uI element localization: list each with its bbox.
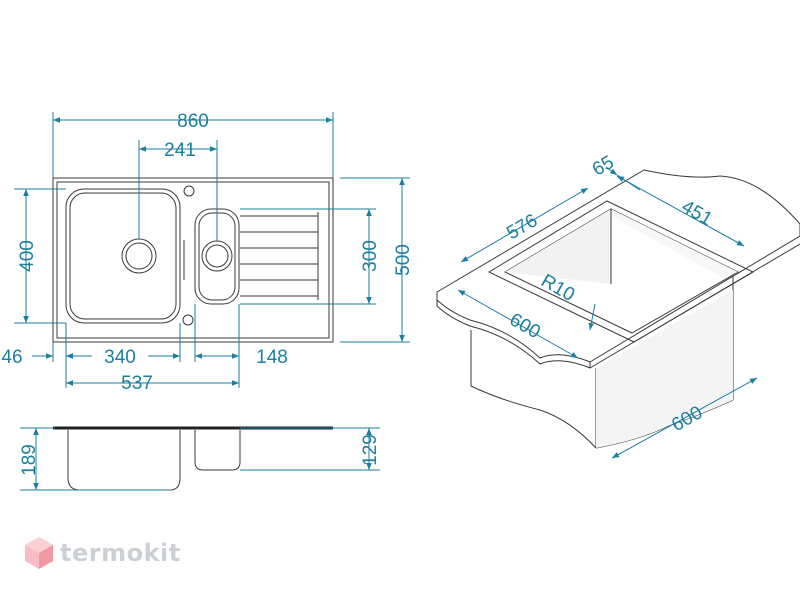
dim-main-bowl-height: 189	[19, 444, 40, 476]
dim-depth-total: 500	[393, 244, 414, 276]
sink-outline	[52, 177, 334, 343]
top-view: 860 241 500 400 300 46 340 148 537	[1, 111, 414, 394]
main-drain-inner	[125, 242, 153, 270]
small-bowl-profile	[194, 430, 241, 471]
side-view: 189 129	[19, 426, 381, 491]
dim-small-bowl-width: 148	[256, 347, 288, 368]
tap-hole	[183, 185, 195, 197]
dim-small-bowl-height: 129	[360, 434, 381, 466]
dim-rim-offset: 65	[589, 152, 618, 181]
dim-left-offset: 46	[1, 347, 22, 368]
overflow-hole	[182, 314, 194, 326]
dim-line-576	[460, 187, 589, 263]
dim-overall-width: 860	[177, 111, 209, 132]
dim-small-bowl-depth: 300	[360, 240, 381, 272]
dim-line-451	[616, 175, 745, 247]
side-extension-lines	[20, 427, 380, 491]
main-bowl	[65, 188, 181, 324]
dim-bowl-spacing: 241	[164, 140, 196, 161]
sink-inner-rim	[56, 181, 330, 339]
extension-lines	[14, 112, 410, 388]
dim-line-600-front	[457, 289, 579, 359]
brand-watermark: termokit	[24, 536, 181, 570]
main-bowl-inner	[69, 192, 177, 320]
dim-main-bowl-width: 340	[104, 347, 136, 368]
small-drain-inner	[205, 244, 229, 268]
dim-main-bowl-depth: 400	[17, 240, 38, 272]
drainboard-ribs	[240, 212, 319, 300]
dim-line-600-depth	[611, 377, 758, 459]
hexagon-cube-icon	[25, 537, 53, 569]
main-bowl-profile	[67, 430, 181, 491]
iso-view: 65 576 451 R10 600 600	[436, 152, 800, 459]
dim-bowls-span: 537	[121, 373, 153, 394]
dim-line-r10	[588, 303, 596, 331]
brand-name: termokit	[60, 539, 181, 567]
